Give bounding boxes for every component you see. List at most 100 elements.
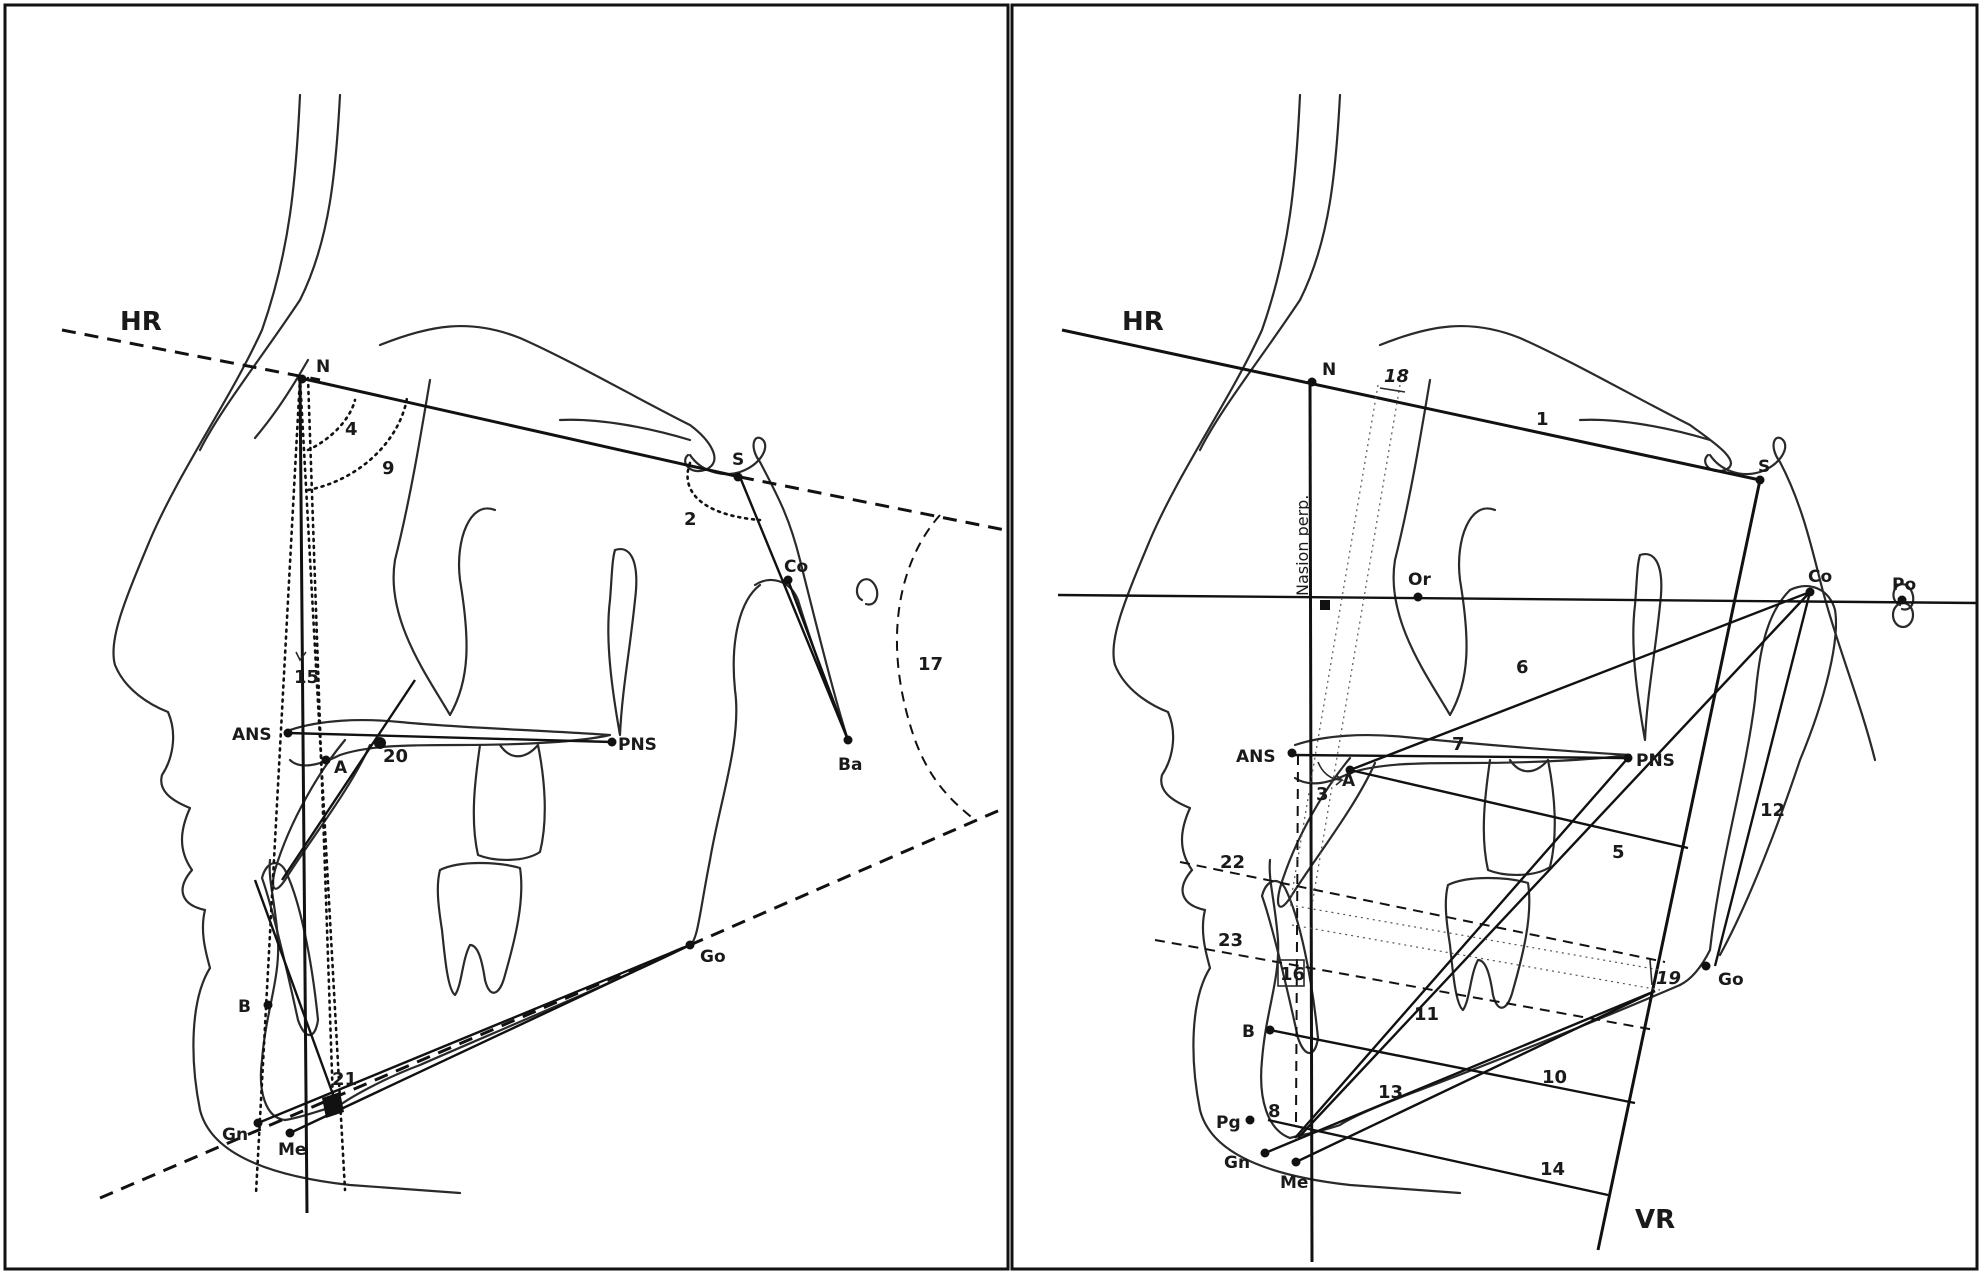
right-nasion-perpendicular bbox=[1308, 379, 1314, 1263]
left-label-me: Me bbox=[278, 1140, 306, 1160]
right-dotted-19b bbox=[1291, 924, 1661, 991]
left-label-b: B bbox=[238, 997, 251, 1017]
right-ans-pns-line bbox=[1291, 753, 1626, 760]
left-label-co: Co bbox=[784, 557, 808, 577]
right-label-b: B bbox=[1242, 1022, 1255, 1042]
right-number-16: 16 bbox=[1280, 964, 1305, 985]
right-condyle bbox=[1718, 585, 1838, 957]
left-marker-21 bbox=[322, 1092, 344, 1118]
right-dashed-line-22 bbox=[1179, 861, 1666, 963]
right-number-3: 3 bbox=[1316, 784, 1329, 805]
right-label-go: Go bbox=[1718, 970, 1744, 990]
right-point-s bbox=[1755, 475, 1765, 485]
right-point-pg bbox=[1245, 1115, 1255, 1125]
right-label-co: Co bbox=[1808, 567, 1832, 587]
right-arrow-18 bbox=[1379, 387, 1406, 393]
right-label-po: Po bbox=[1892, 575, 1916, 595]
left-angle-arc-17 bbox=[895, 514, 976, 821]
left-cranial-base bbox=[378, 325, 716, 473]
right-number-10: 10 bbox=[1542, 1067, 1567, 1088]
left-number-15: 15 bbox=[294, 667, 319, 688]
left-number-21: 21 bbox=[332, 1069, 357, 1090]
right-hr-label: HR bbox=[1122, 307, 1164, 337]
right-label-gn: Gn bbox=[1224, 1153, 1250, 1173]
left-label-n: N bbox=[316, 357, 330, 377]
right-box-16 bbox=[1277, 959, 1305, 987]
right-sella-turcica bbox=[1708, 436, 1877, 762]
right-label-pg: Pg bbox=[1216, 1113, 1241, 1133]
right-upper-molar bbox=[1482, 758, 1556, 877]
left-gn-go-line bbox=[257, 943, 691, 1125]
right-arc-3 bbox=[1317, 761, 1345, 786]
right-ramus bbox=[1678, 588, 1792, 987]
left-point-a bbox=[321, 755, 331, 765]
right-symphysis bbox=[1260, 858, 1292, 1140]
right-vr-label: VR bbox=[1635, 1205, 1675, 1235]
left-sn-line bbox=[299, 376, 741, 479]
left-n-dotted-a bbox=[254, 376, 302, 1195]
right-panel: HR VR Nasion perp. N S Or Co Po ANS PNS … bbox=[1010, 3, 1979, 1271]
left-point-go bbox=[685, 940, 695, 950]
right-number-5: 5 bbox=[1612, 842, 1625, 863]
right-point-b bbox=[1265, 1025, 1275, 1035]
left-label-pns: PNS bbox=[618, 735, 657, 755]
right-point-gn bbox=[1260, 1148, 1270, 1158]
right-number-7: 7 bbox=[1452, 734, 1465, 755]
right-pg-vr-line bbox=[1267, 1118, 1609, 1197]
left-label-ba: Ba bbox=[838, 755, 862, 775]
left-point-b bbox=[263, 1000, 273, 1010]
right-hr-line bbox=[1061, 328, 1761, 482]
right-number-11: 11 bbox=[1414, 1004, 1439, 1025]
left-lower-incisor-axis bbox=[253, 879, 337, 1101]
left-label-s: S bbox=[732, 450, 744, 470]
left-angle-arc-4 bbox=[306, 398, 357, 452]
right-point-pns bbox=[1623, 753, 1633, 763]
right-dotted-19a bbox=[1289, 904, 1661, 971]
left-nasion-vertical bbox=[298, 377, 309, 1214]
left-label-gn: Gn bbox=[222, 1125, 248, 1145]
left-upper-molar bbox=[472, 743, 546, 862]
right-dotted-18b bbox=[1311, 384, 1401, 906]
left-arc-15 bbox=[295, 651, 307, 662]
left-frontal-inner bbox=[253, 358, 310, 440]
left-point-ans bbox=[283, 728, 293, 738]
right-co-gn-line bbox=[1297, 591, 1811, 1139]
right-dotted-18a bbox=[1289, 384, 1379, 906]
left-point-s bbox=[733, 472, 743, 482]
left-angle-arc-9 bbox=[306, 396, 409, 492]
right-label-pns: PNS bbox=[1636, 751, 1675, 771]
right-label-or: Or bbox=[1408, 570, 1431, 590]
right-cranial-base bbox=[1378, 325, 1733, 473]
left-point-gn bbox=[253, 1118, 263, 1128]
left-point-n bbox=[297, 374, 307, 384]
right-clinoid bbox=[1578, 418, 1712, 442]
right-orbit bbox=[1392, 378, 1497, 717]
left-point-20 bbox=[374, 737, 386, 749]
right-point-go bbox=[1701, 961, 1711, 971]
left-ear-rod bbox=[855, 578, 879, 606]
left-number-9: 9 bbox=[382, 458, 395, 479]
right-number-14: 14 bbox=[1540, 1159, 1565, 1180]
right-perp-marker bbox=[1320, 600, 1330, 610]
left-nasal-bone bbox=[198, 93, 342, 452]
right-co-go-line bbox=[1713, 591, 1812, 967]
right-label-s: S bbox=[1758, 457, 1770, 477]
left-panel: HR N S Co Ba ANS PNS A B Go Gn Me 4 9 2 … bbox=[3, 3, 1010, 1271]
left-upper-incisor bbox=[271, 738, 372, 890]
left-label-go: Go bbox=[700, 947, 726, 967]
left-palate bbox=[288, 719, 612, 767]
left-lower-incisor bbox=[260, 861, 320, 1037]
right-number-12: 12 bbox=[1760, 800, 1785, 821]
left-label-a: A bbox=[334, 758, 348, 778]
left-symphysis bbox=[259, 858, 287, 1122]
right-number-23: 23 bbox=[1218, 930, 1243, 951]
left-s-ba-line bbox=[738, 476, 850, 741]
left-angle-arc-2 bbox=[686, 461, 762, 522]
left-pterygomaxillary-fissure bbox=[607, 547, 638, 737]
left-label-ans: ANS bbox=[232, 725, 272, 745]
right-vertical-dashed bbox=[1295, 754, 1299, 1123]
left-lower-molar bbox=[436, 861, 523, 997]
right-label-me: Me bbox=[1280, 1173, 1308, 1193]
